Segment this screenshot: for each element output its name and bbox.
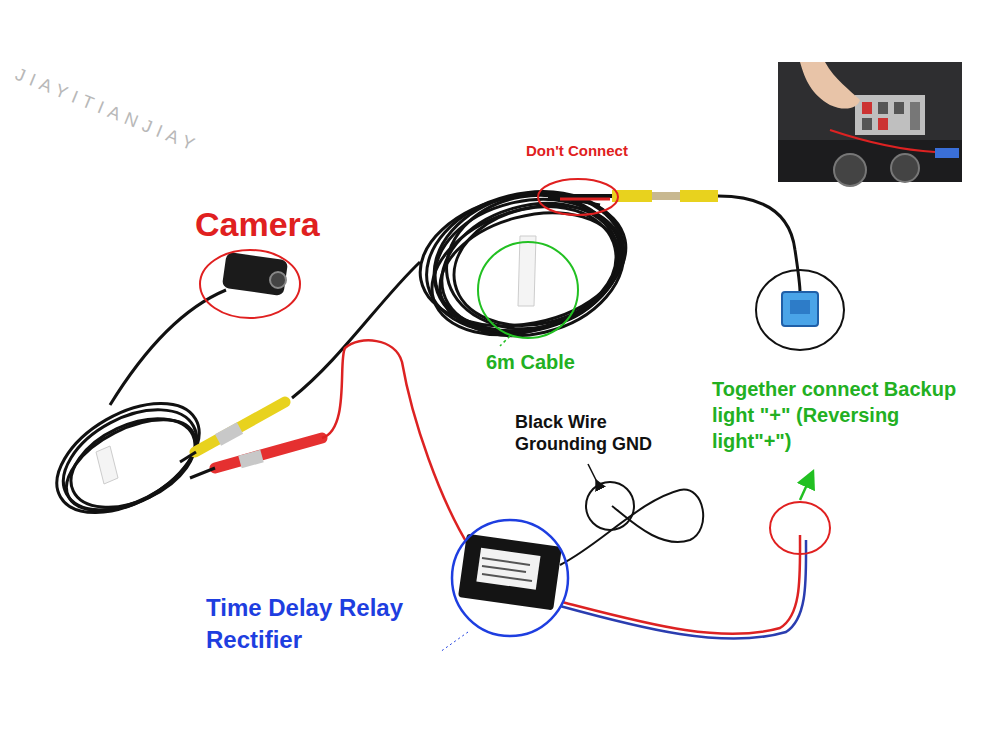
dashboard-photo-part <box>778 140 962 182</box>
camera-label: Camera <box>195 204 320 245</box>
rca-plugs-part <box>292 262 420 398</box>
annotation-circles-part <box>538 179 618 215</box>
cable-coil-part <box>518 236 536 306</box>
cable-coil-part <box>415 183 638 358</box>
camera-body <box>110 252 288 405</box>
relay-box-part <box>458 534 562 611</box>
rca-plugs-part <box>195 402 285 452</box>
cable-coil-part <box>420 174 639 354</box>
video-cable-top <box>548 196 818 326</box>
camera-cable-coil <box>38 381 217 535</box>
cable-coil-part <box>409 177 638 342</box>
rca-plugs-part <box>218 428 240 440</box>
leader-lines-part <box>800 478 810 500</box>
annotation-circles-part <box>200 250 300 318</box>
camera-cable-coil-part <box>96 446 118 484</box>
warning-label: Don't Connect <box>526 142 628 160</box>
rca-plugs-part <box>240 456 262 462</box>
video-cable-top-part <box>560 198 610 201</box>
dashboard-photo-part <box>894 102 904 114</box>
leader-lines-part <box>500 336 510 346</box>
backup-light-note: Together connect Backup light "+" (Rever… <box>712 376 957 454</box>
rca-plugs-part <box>180 452 196 462</box>
relay-box-part <box>476 548 540 590</box>
relay-box-part <box>482 558 532 581</box>
video-cable-top-part <box>652 192 680 200</box>
relay-wires-part <box>562 535 800 634</box>
relay-wires-part <box>560 540 806 639</box>
leader-lines-part <box>440 632 468 652</box>
dashboard-photo-part <box>830 130 935 152</box>
annotation-circles-part <box>478 242 578 338</box>
annotation-circles-part <box>756 270 844 350</box>
relay-label: Time Delay Relay Rectifier <box>206 592 446 657</box>
video-cable-top-part <box>790 300 810 314</box>
relay-wires-part <box>560 490 703 565</box>
camera-body-part <box>270 272 286 288</box>
video-cable-top-part <box>782 292 818 326</box>
relay-wires <box>560 490 806 639</box>
camera-body-part <box>222 252 288 296</box>
dashboard-photo-part <box>862 118 872 130</box>
power-wire-part <box>322 340 470 548</box>
annotation-circles-part <box>586 482 634 530</box>
camera-cable-coil-part <box>38 381 217 535</box>
dashboard-photo-part <box>800 62 860 109</box>
dashboard-photo-part <box>834 154 866 186</box>
rca-plugs <box>180 262 420 478</box>
dashboard-photo <box>778 62 962 186</box>
rca-plugs-part <box>190 468 215 478</box>
cable-coil <box>409 172 639 358</box>
annotation-circles-part <box>770 502 830 554</box>
watermark: JIAYITIANJIAY <box>12 64 203 158</box>
video-cable-top-part <box>680 190 718 202</box>
dashboard-photo-part <box>910 102 920 130</box>
dashboard-photo-part <box>778 62 962 182</box>
video-cable-top-part <box>548 194 612 198</box>
relay-box <box>458 534 562 611</box>
camera-cable-coil-part <box>52 401 209 529</box>
video-cable-top-part <box>718 196 800 292</box>
dashboard-photo-part <box>862 102 872 114</box>
dashboard-photo-part <box>935 148 959 158</box>
power-wire <box>322 340 470 548</box>
dashboard-photo-part <box>878 102 888 114</box>
dashboard-photo-part <box>878 118 888 130</box>
rca-plugs-part <box>215 438 322 468</box>
dashboard-photo-part <box>891 154 919 182</box>
camera-body-part <box>110 290 226 405</box>
leader-lines-part <box>588 464 598 484</box>
cable-label: 6m Cable <box>486 350 575 374</box>
ground-wire-note: Black Wire Grounding GND <box>515 412 675 455</box>
annotation-circles-part <box>452 520 568 636</box>
cable-coil-part <box>427 194 634 350</box>
dashboard-photo-part <box>855 95 925 135</box>
